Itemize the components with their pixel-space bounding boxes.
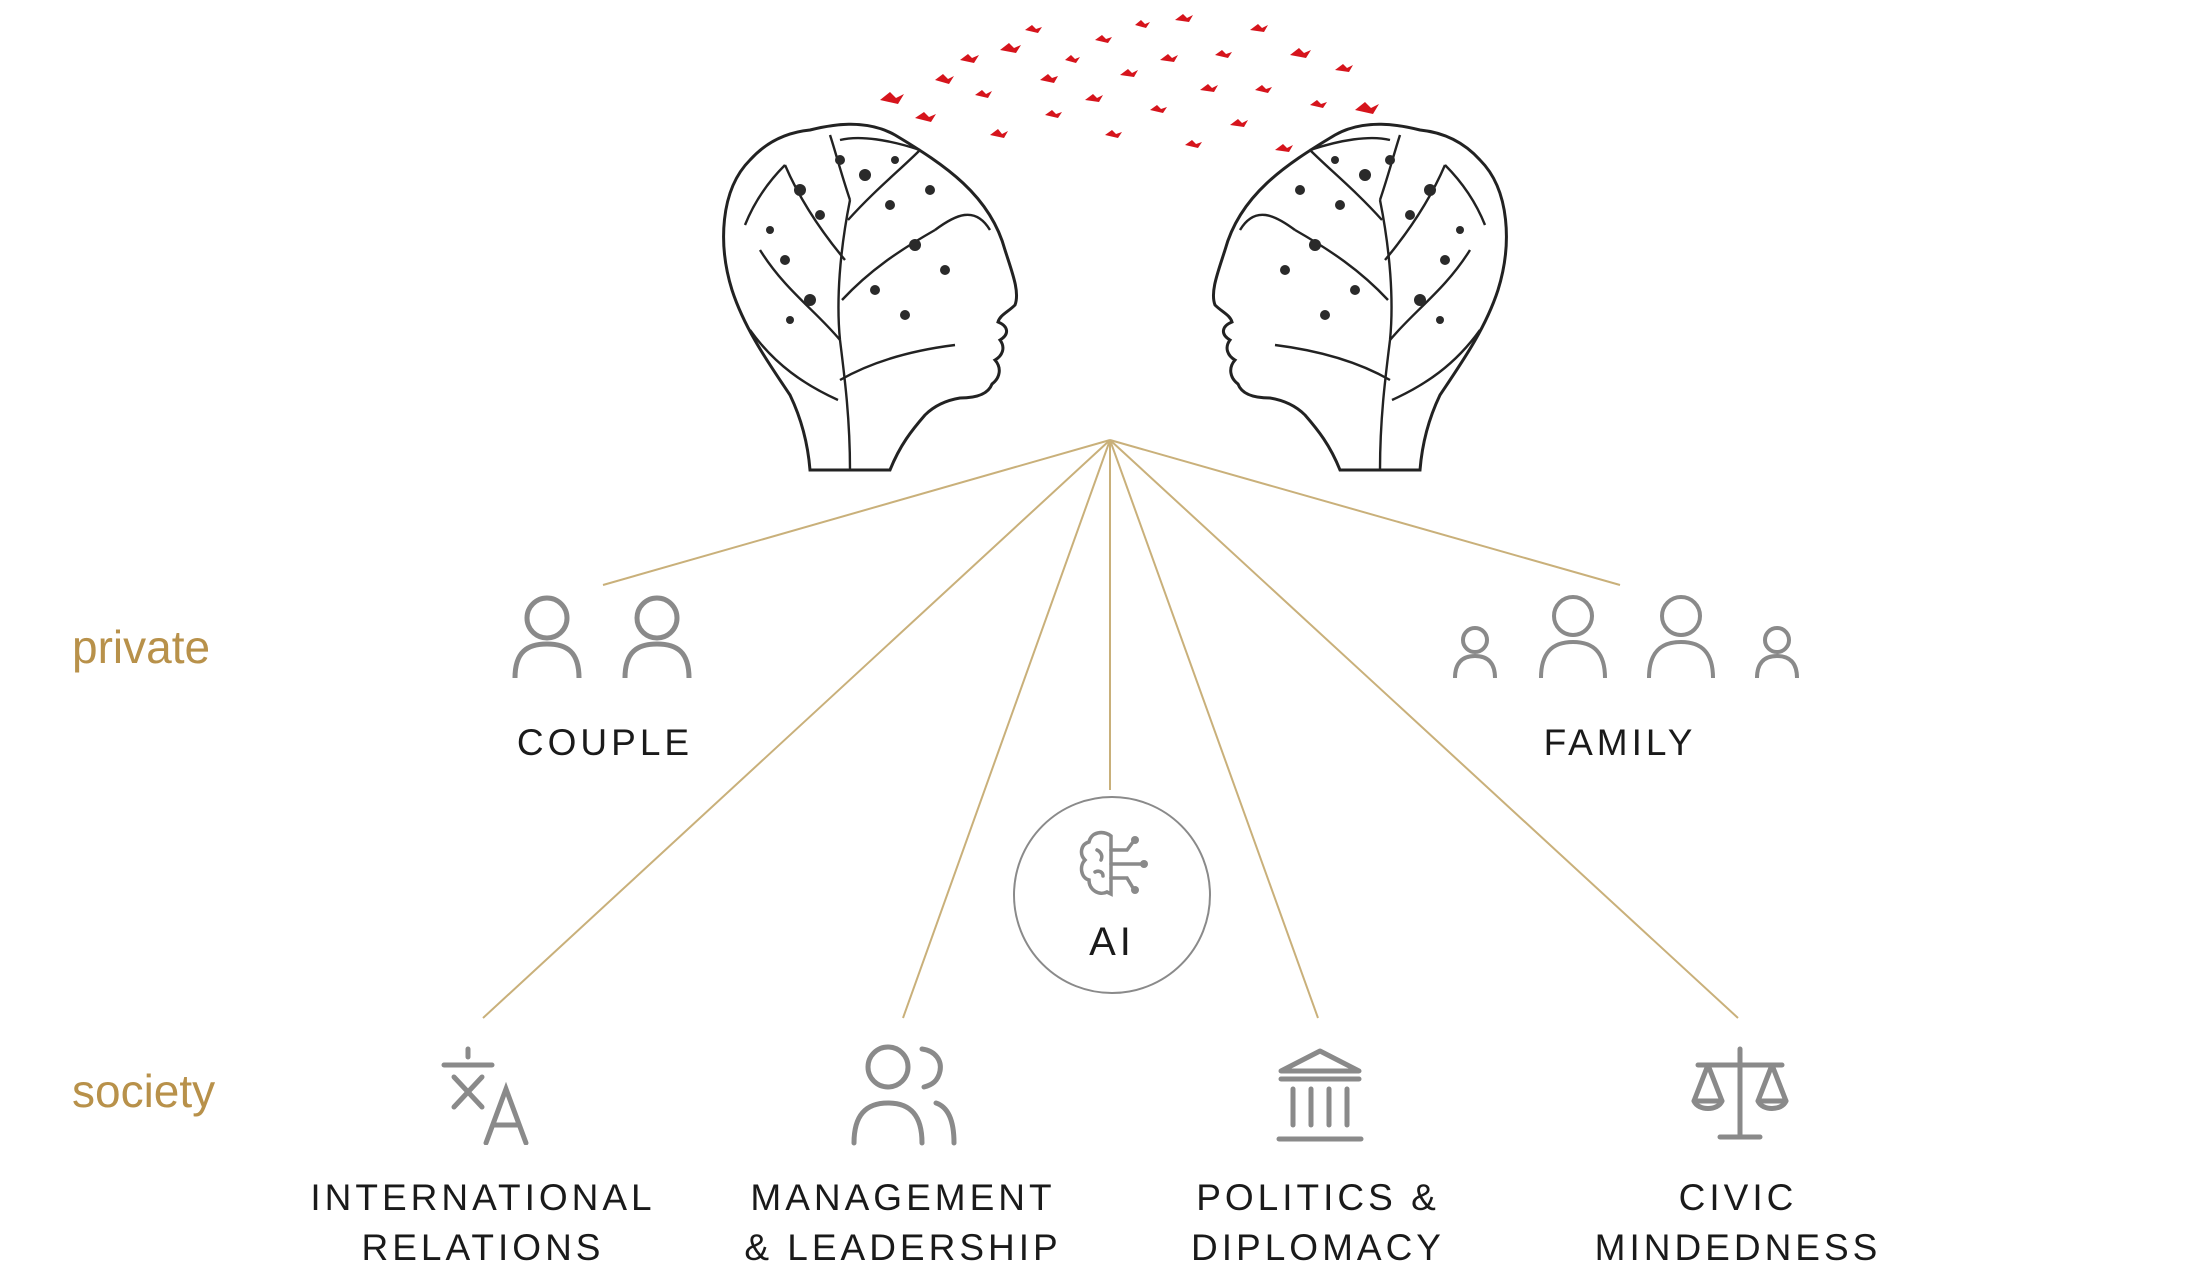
node-label-management: MANAGEMENT & LEADERSHIP [703, 1173, 1103, 1273]
family-icon [1453, 595, 1799, 679]
row-label-private: private [72, 621, 211, 673]
row-label-society: society [72, 1065, 216, 1117]
node-label-couple: COUPLE [516, 722, 694, 763]
node-label-politics-line2: DIPLOMACY [1191, 1227, 1445, 1268]
node-label-politics: POLITICS & DIPLOMACY [1118, 1173, 1518, 1273]
ai-node: AI [1013, 796, 1211, 994]
node-label-civic-line2: MINDEDNESS [1594, 1227, 1882, 1268]
connector-international [482, 439, 1111, 1019]
node-label-management-line1: MANAGEMENT [750, 1177, 1056, 1218]
scales-icon [1691, 1046, 1789, 1140]
group-icon [851, 1044, 957, 1146]
government-building-icon [1276, 1048, 1364, 1142]
node-label-ai: AI [1089, 920, 1135, 964]
connector-management [902, 439, 1111, 1019]
connector-civic [1109, 439, 1739, 1019]
ai-brain-icon [1079, 830, 1148, 897]
node-label-international-line1: INTERNATIONAL [310, 1177, 656, 1218]
node-label-politics-line1: POLITICS & [1196, 1177, 1440, 1218]
node-label-civic-line1: CIVIC [1678, 1177, 1798, 1218]
connector-couple [602, 439, 1111, 586]
tree-heads-illustration [722, 14, 1508, 472]
translate-icon [441, 1046, 529, 1145]
node-label-family: FAMILY [1543, 722, 1697, 763]
connector-family [1109, 439, 1621, 586]
node-label-international: INTERNATIONAL RELATIONS [283, 1173, 683, 1273]
right-head-icon [1211, 122, 1508, 472]
node-label-management-line2: & LEADERSHIP [744, 1227, 1062, 1268]
node-label-civic: CIVIC MINDEDNESS [1538, 1173, 1938, 1273]
connector-politics [1109, 439, 1319, 1019]
two-people-icon [512, 595, 692, 679]
left-head-icon [722, 122, 1019, 472]
node-label-international-line2: RELATIONS [361, 1227, 605, 1268]
birds-icon [880, 14, 1379, 152]
